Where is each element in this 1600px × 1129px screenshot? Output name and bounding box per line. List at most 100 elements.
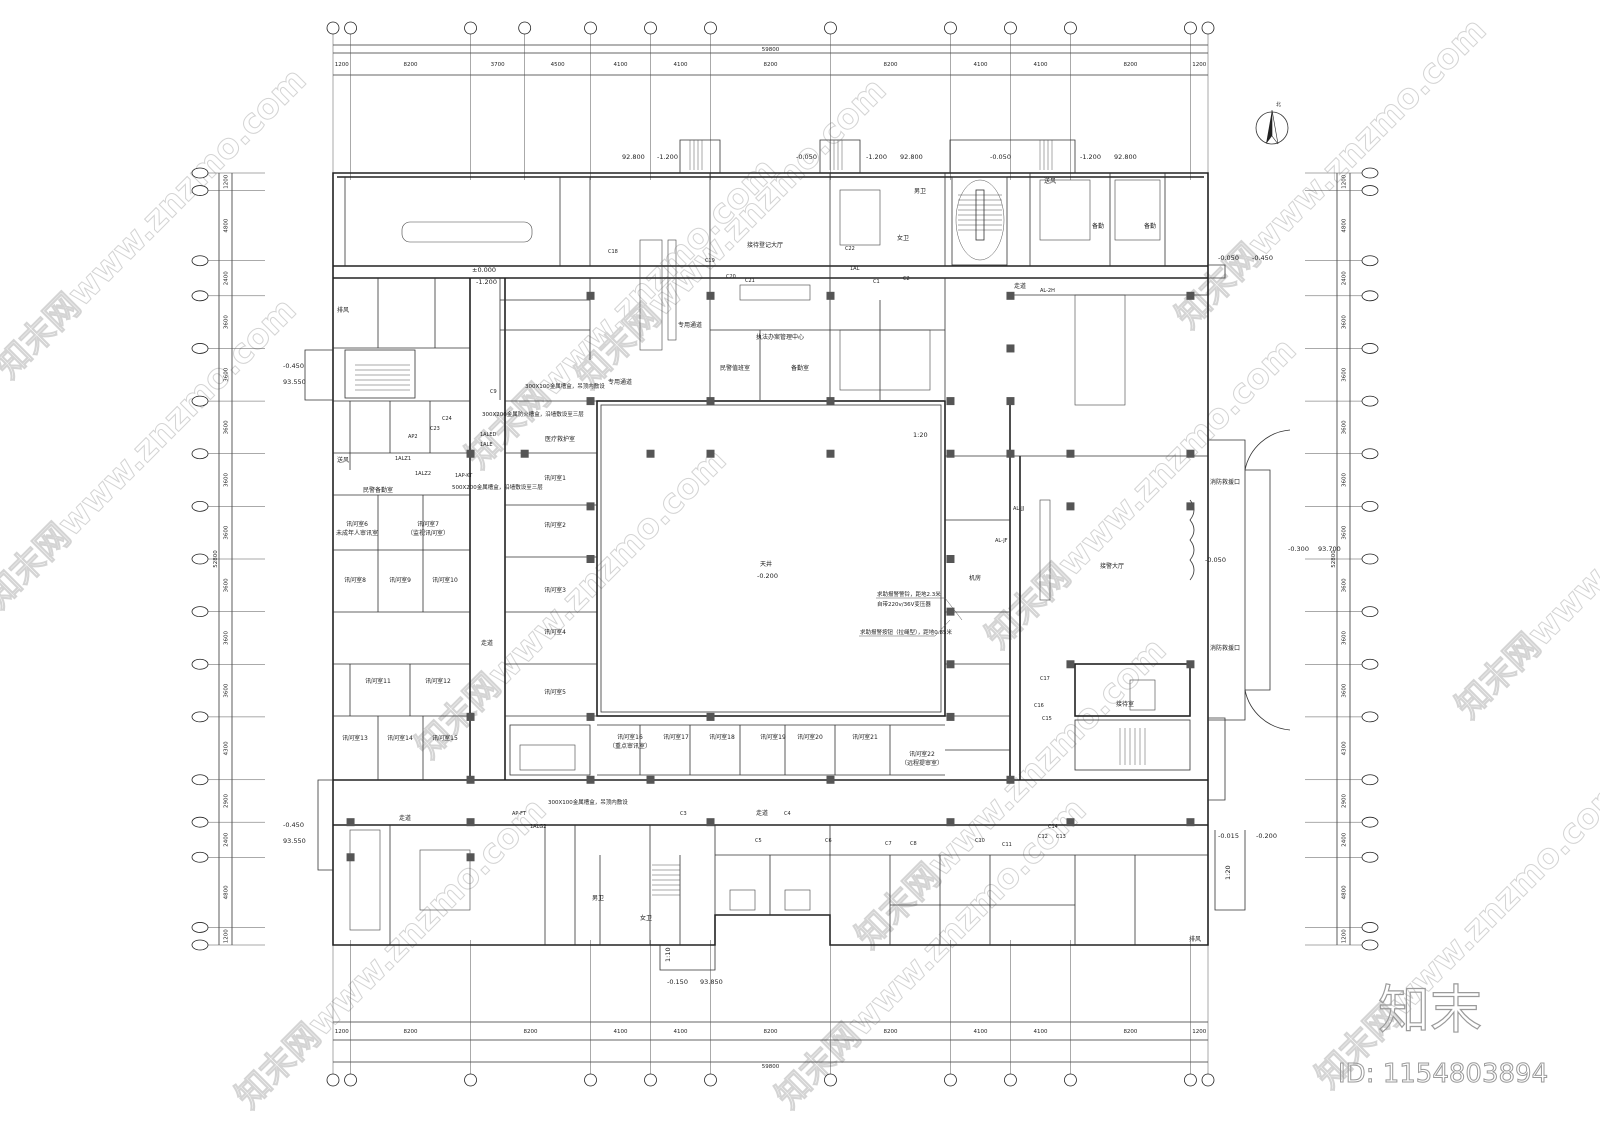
dimension-value: 1200: [1342, 174, 1348, 188]
column: [1186, 818, 1195, 827]
circuit-tag: C23: [430, 426, 440, 432]
note: 求助报警按钮（拉绳型），距地0.85米: [860, 628, 952, 636]
dimension-value: 8200: [404, 1029, 418, 1035]
elevation: 93.550: [283, 378, 306, 386]
column: [586, 502, 595, 511]
elevation: -1.200: [657, 153, 678, 161]
room-label: 专用通道: [608, 378, 632, 386]
grid-bubble: [464, 1073, 477, 1087]
north-label: 北: [1276, 101, 1281, 108]
room-label: 讯问室12: [425, 677, 451, 685]
circuit-tag: C24: [442, 416, 452, 422]
elevation: -0.450: [1252, 254, 1273, 262]
dimension-value: 4500: [551, 62, 565, 68]
grid-bubble: [944, 1073, 957, 1087]
elevation: -0.200: [1256, 832, 1277, 840]
column: [946, 449, 955, 458]
circuit-tag: 1ALE: [480, 442, 493, 448]
column: [826, 775, 835, 784]
grid-bubble: [1361, 851, 1379, 863]
dimension-value: 4100: [674, 1029, 688, 1035]
column: [946, 818, 955, 827]
watermark-text: 知末网www.znzmo.com: [458, 150, 784, 476]
dimension-value: 4100: [973, 62, 987, 68]
note: 500X200金属槽盒，沿墙敷设至三层: [452, 483, 543, 491]
column: [826, 291, 835, 300]
dimension-value: 3600: [1342, 315, 1348, 329]
circuit-tag: C5: [755, 838, 762, 844]
column: [346, 853, 355, 862]
dimension-value: 3600: [224, 525, 230, 539]
column: [706, 712, 715, 721]
circuit-tag: C12: [1038, 834, 1048, 840]
grid-bubble: [1064, 21, 1077, 35]
dimension-value: 2400: [1342, 271, 1348, 285]
column: [826, 397, 835, 406]
room-label: 讯问室1: [544, 474, 566, 482]
column: [1006, 344, 1015, 353]
room-label: 男卫: [914, 188, 926, 195]
circuit-tag: C17: [1040, 676, 1050, 682]
dimension-value: 8200: [404, 62, 418, 68]
circuit-tag: 1ALZ1: [395, 456, 411, 462]
room-label: 接待登记大厅: [747, 241, 783, 249]
room-label: 走道: [1014, 282, 1026, 290]
elevation: -1.200: [1080, 153, 1101, 161]
dimension-value: 4800: [224, 885, 230, 899]
column: [1186, 291, 1195, 300]
circuit-tag: AP2: [408, 434, 418, 440]
stair: [652, 864, 680, 896]
stair: [344, 349, 416, 399]
room-label: 天井: [760, 560, 772, 568]
room-label: 走道: [756, 809, 768, 817]
dimension-value: 2400: [224, 271, 230, 285]
dimension-value: 3700: [491, 62, 505, 68]
image-id: ID: 1154803894: [1338, 1059, 1548, 1089]
dimension-value: 4100: [1033, 1029, 1047, 1035]
circuit-tag: 1ALG2: [530, 824, 546, 830]
dimension-value: 3600: [1342, 630, 1348, 644]
dimension-value: 2900: [224, 793, 230, 807]
column: [1066, 449, 1075, 458]
grid-bubble: [944, 21, 957, 35]
elevation: -0.150: [667, 978, 688, 986]
dimension-value: 8200: [524, 1029, 538, 1035]
dimension-value: 8200: [764, 1029, 778, 1035]
grid-bubble: [824, 21, 837, 35]
dimension-value: 3600: [1342, 420, 1348, 434]
grid-bubble: [1361, 774, 1379, 786]
room-label: 民警值班室: [720, 364, 750, 372]
dimension-value: 3600: [1342, 473, 1348, 487]
column: [1006, 449, 1015, 458]
column: [1006, 775, 1015, 784]
column: [586, 712, 595, 721]
elevation: 93.550: [283, 837, 306, 845]
room-label: 走道: [399, 814, 411, 822]
grid-bubble: [191, 500, 209, 512]
room-label: 接待室: [1116, 700, 1134, 708]
stair: [1074, 719, 1191, 771]
room-label: 未成年人审讯室: [336, 529, 378, 537]
room-label: 机房: [969, 574, 981, 582]
room-label: 女卫: [640, 914, 652, 922]
dimension-value: 3600: [224, 578, 230, 592]
column: [826, 449, 835, 458]
room-label: 讯问室20: [797, 733, 823, 741]
grid-bubble: [344, 21, 357, 35]
grid-bubble: [1361, 290, 1379, 302]
grid-bubble: [644, 1073, 657, 1087]
elevation: -0.050: [990, 153, 1011, 161]
scale-label: 1:20: [913, 431, 928, 439]
circuit-tag: C10: [975, 838, 985, 844]
elevation-marks: -0.450 93.550 -0.450 93.550 -0.300 93.70…: [283, 153, 1341, 986]
column: [706, 449, 715, 458]
dimension-value: 3600: [1342, 578, 1348, 592]
grid-bubble: [824, 1073, 837, 1087]
elevation: 92.800: [622, 153, 645, 161]
dimension-value: 3600: [224, 683, 230, 697]
grid-bubble: [191, 658, 209, 670]
grid-bubble: [1361, 939, 1379, 951]
circuit-tag: C20: [726, 274, 736, 280]
logo-text: 知末: [1378, 981, 1482, 1041]
